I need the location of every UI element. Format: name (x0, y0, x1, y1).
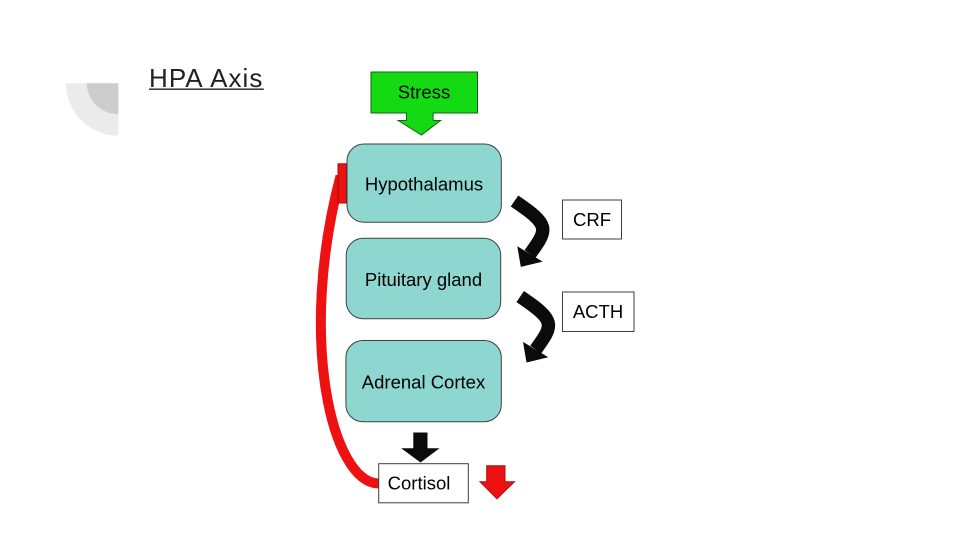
svg-text:ACTH: ACTH (573, 301, 623, 322)
svg-text:HPA Axis: HPA Axis (149, 63, 263, 93)
svg-text:Cortisol: Cortisol (388, 473, 451, 494)
svg-text:Adrenal Cortex: Adrenal Cortex (362, 371, 486, 392)
svg-text:CRF: CRF (573, 209, 611, 230)
svg-text:Pituitary gland: Pituitary gland (365, 269, 482, 290)
svg-text:Hypothalamus: Hypothalamus (365, 173, 483, 194)
svg-text:Stress: Stress (398, 82, 450, 103)
